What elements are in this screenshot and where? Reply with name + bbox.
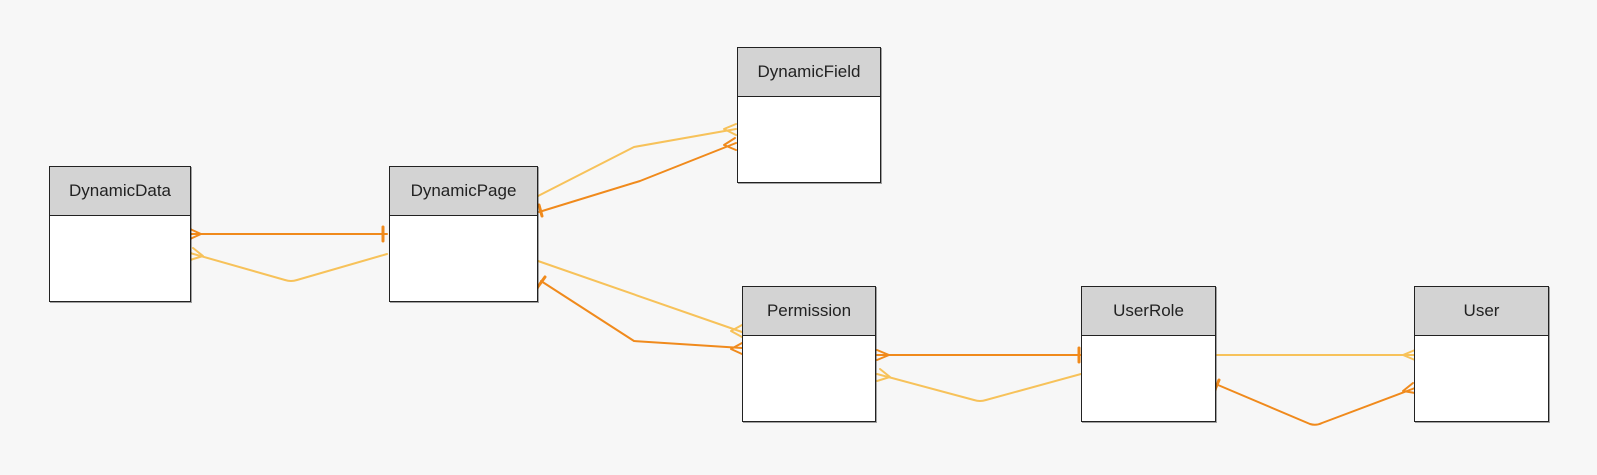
entity-user-role[interactable]: UserRole [1081, 286, 1216, 422]
rel-dynamicpage-permission-strong [535, 275, 743, 355]
entity-header: DynamicPage [390, 167, 537, 216]
entity-name: DynamicField [757, 62, 861, 81]
entity-header: Permission [743, 287, 875, 336]
entity-name: User [1463, 301, 1500, 320]
entity-header: UserRole [1082, 287, 1215, 336]
entity-permission[interactable]: Permission [742, 286, 876, 422]
rel-permission-userrole-strong [876, 346, 1082, 364]
entity-name: UserRole [1113, 301, 1184, 320]
entity-header: DynamicData [50, 167, 190, 216]
rel-dynamicpage-permission-light [537, 260, 743, 338]
rel-userrole-user-strong [1212, 378, 1416, 426]
entity-header: DynamicField [738, 48, 880, 97]
entity-dynamic-data[interactable]: DynamicData [49, 166, 191, 302]
rel-permission-userrole-light [876, 368, 1082, 402]
rel-dynamicpage-dynamicfield-light [537, 123, 737, 197]
entity-name: Permission [766, 301, 852, 320]
rel-dynamicpage-dynamicfield-strong [537, 137, 737, 218]
entity-dynamic-page[interactable]: DynamicPage [389, 166, 538, 302]
entity-dynamic-field[interactable]: DynamicField [737, 47, 881, 183]
rel-userrole-user-light [1216, 349, 1416, 361]
rel-dynamicdata-dynamicpage-strong [189, 225, 388, 243]
entity-name: DynamicPage [410, 181, 517, 200]
entity-name: DynamicData [68, 181, 172, 200]
rel-dynamicdata-dynamicpage-light [189, 247, 388, 282]
entity-user[interactable]: User [1414, 286, 1549, 422]
entity-header: User [1415, 287, 1548, 336]
